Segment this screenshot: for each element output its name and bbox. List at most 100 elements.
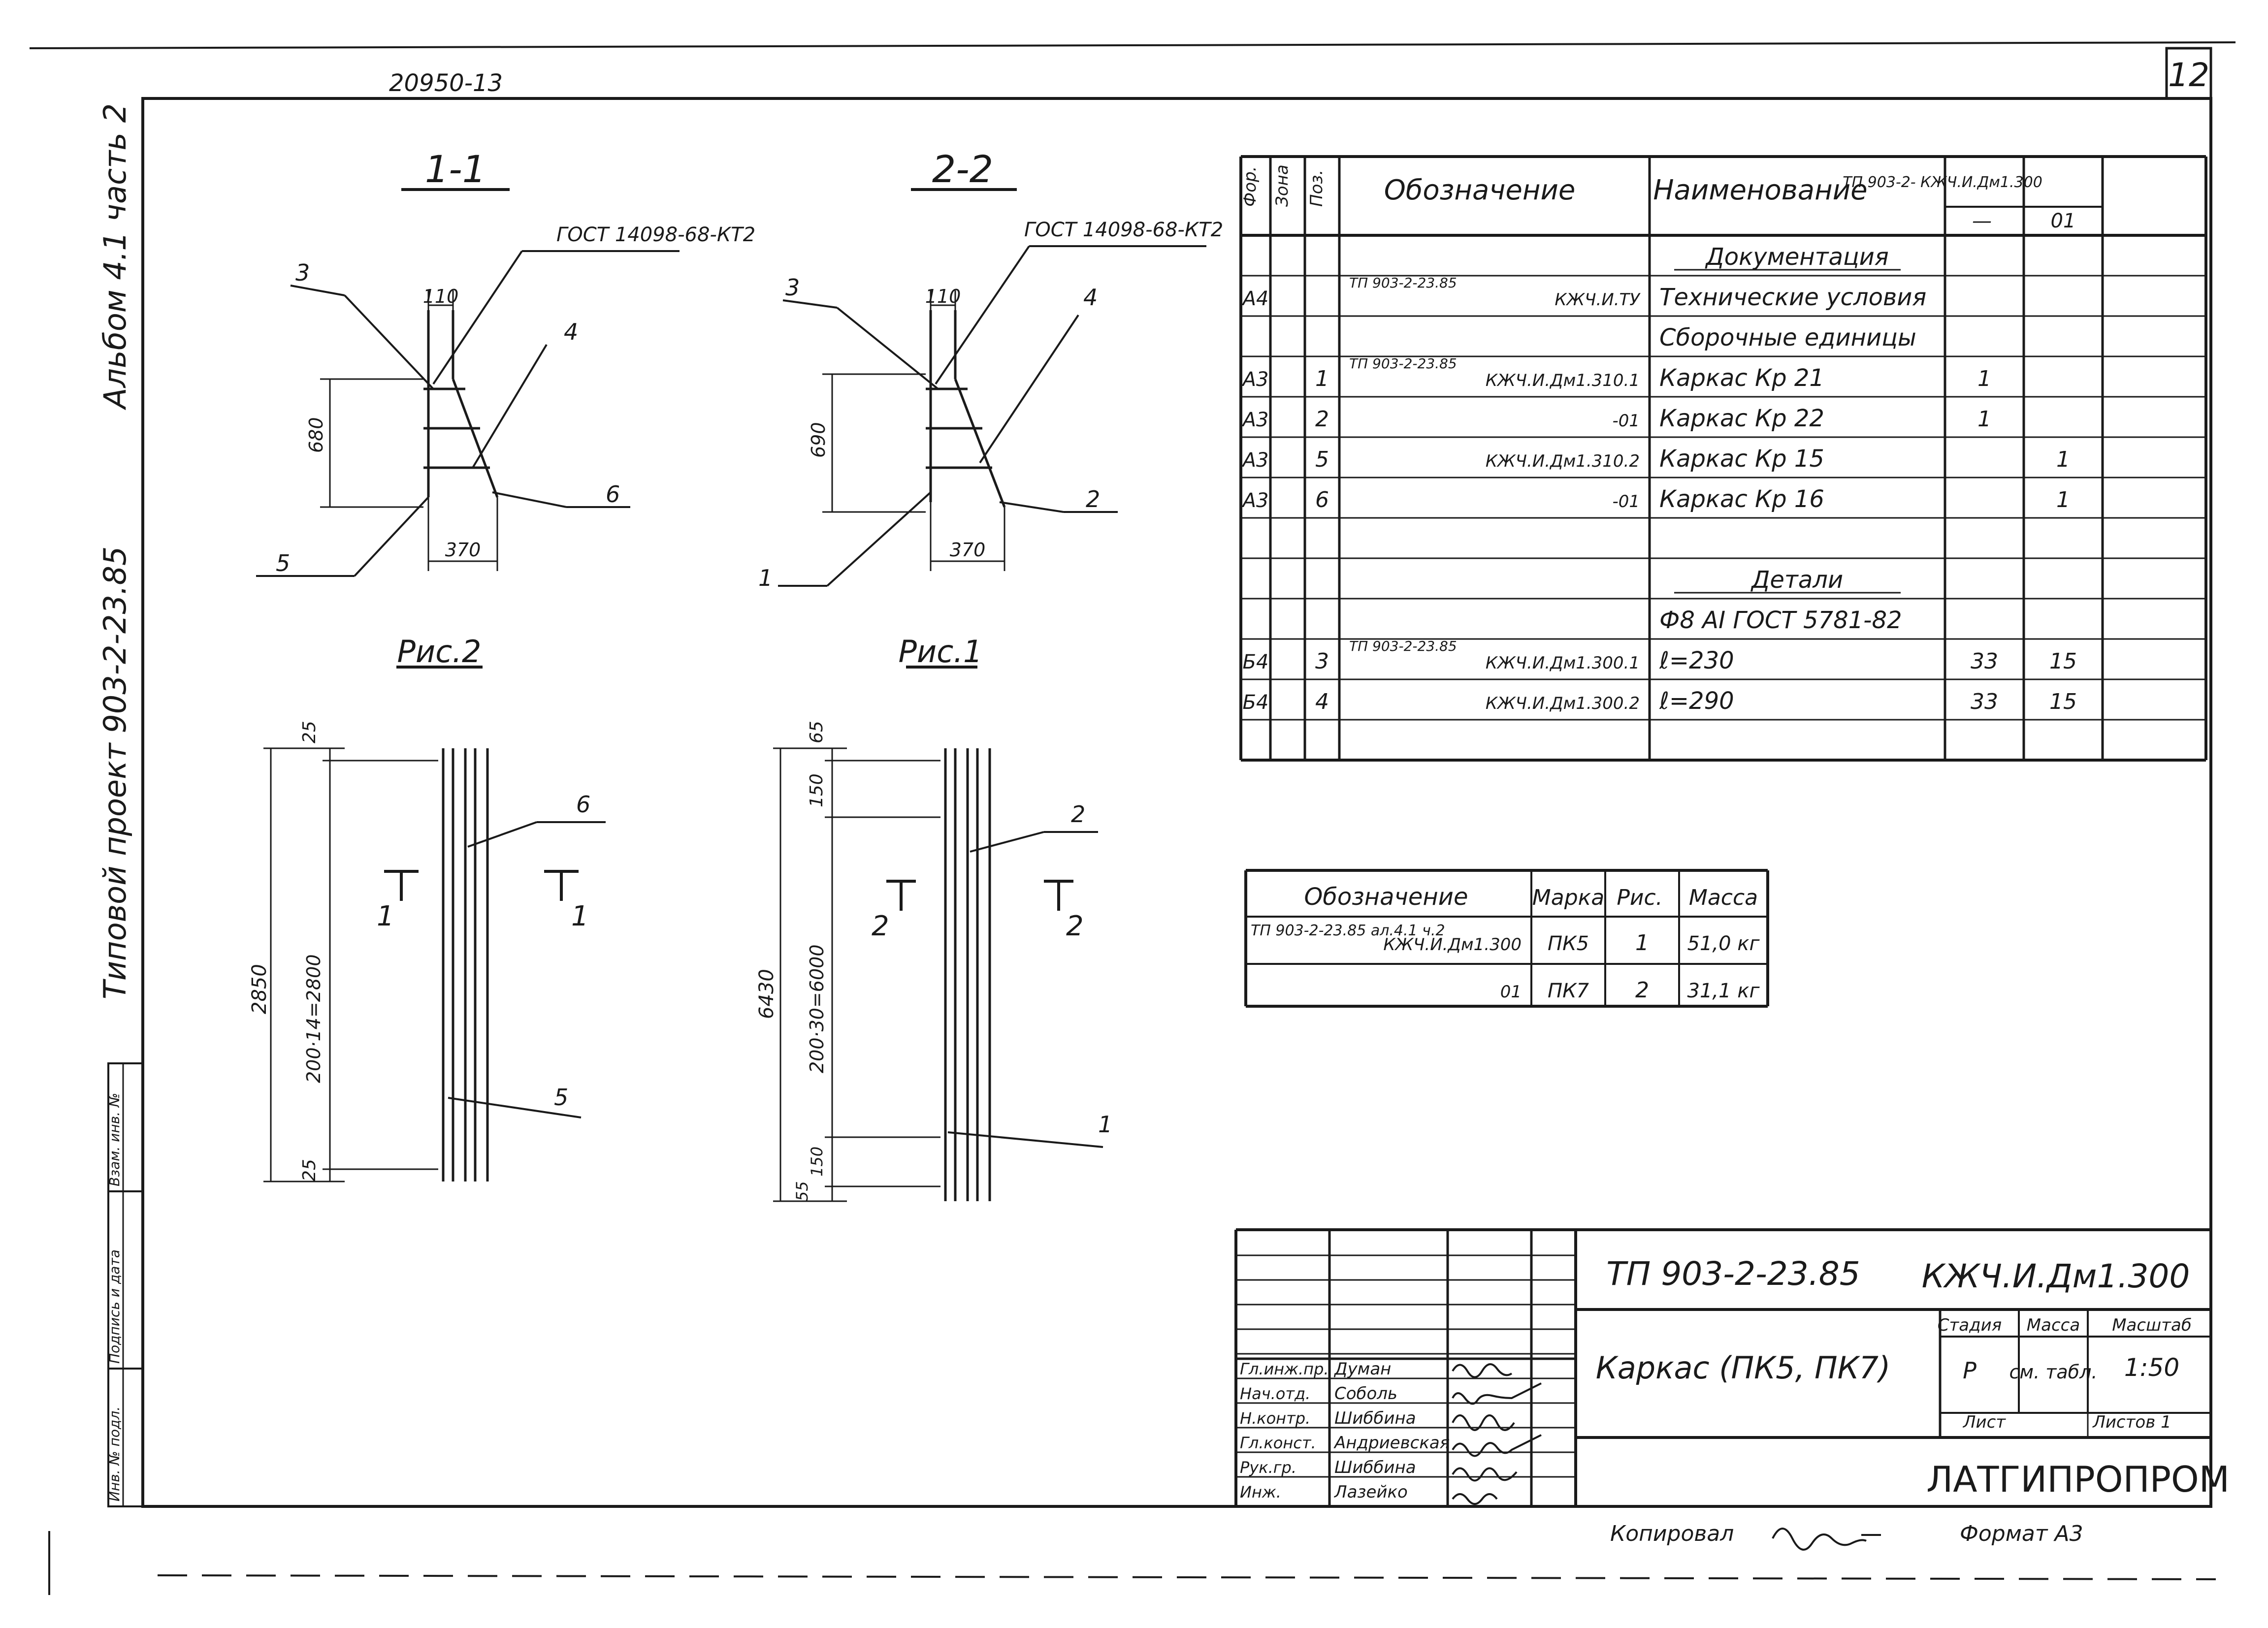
staff-name: Шиббина [1334, 1408, 1416, 1428]
mass-cell-designation: 01 [1500, 982, 1522, 1002]
spec-cell-qty-base: 33 [1971, 649, 1998, 674]
footer-format: Формат А3 [1960, 1521, 2083, 1546]
spec-cell-name: Ф8 АI ГОСТ 5781-82 [1659, 607, 1902, 634]
spec-cell-qty-01: 1 [2056, 487, 2070, 512]
figure-1-dim-total: 6430 [755, 969, 778, 1019]
section-2-2-pos-3: 3 [785, 274, 800, 301]
staff-role: Инж. [1240, 1483, 1281, 1501]
spec-cell-pos: 4 [1315, 689, 1329, 714]
figure-1-dim-top: 65 [807, 721, 827, 743]
section-2-2-dim-bottom: 370 [950, 539, 986, 561]
spec-cell-name: Каркас Кр 15 [1659, 445, 1824, 473]
section-1-1-title: 1-1 [425, 147, 486, 191]
spec-cell-pos: 2 [1315, 407, 1329, 432]
figure-2-section-right: 1 [571, 900, 589, 932]
staff-name: Лазейко [1333, 1482, 1408, 1502]
title-block-stage-label: Стадия [1938, 1315, 2002, 1335]
section-1-1-dim-top: 110 [423, 286, 459, 307]
spec-cell-format: А3 [1241, 409, 1269, 431]
section-2-2-pos-1: 1 [758, 565, 773, 591]
text-layer: 20950-13 12 Типовой проект 903-2-23.85 А… [97, 56, 2230, 1546]
title-block-stage: Р [1963, 1357, 1976, 1384]
section-2-2-pos-4: 4 [1083, 284, 1098, 311]
signature-2 [1452, 1382, 1542, 1405]
signature-4 [1452, 1434, 1542, 1457]
spec-cell-name: ℓ=230 [1659, 647, 1734, 674]
spec-cell-format: Б4 [1243, 691, 1269, 714]
paper-top-edge [29, 41, 2236, 49]
section-1-1-dim-left: 680 [305, 417, 327, 453]
spec-cell-designation-top: ТП 903-2-23.85 [1349, 355, 1457, 372]
spec-cell-format: Б4 [1243, 651, 1269, 673]
mass-header-fig: Рис. [1617, 885, 1662, 910]
staff-role: Нач.отд. [1240, 1384, 1310, 1403]
spec-cell-format: А4 [1241, 287, 1269, 310]
section-2-2-dim-left: 690 [808, 422, 829, 458]
project-side-title: Типовой проект 903-2-23.85 [97, 546, 133, 999]
spec-cell-designation: -01 [1612, 411, 1640, 431]
mass-cell-mass: 51,0 кг [1687, 932, 1760, 955]
figure-2-dim-total: 2850 [248, 964, 271, 1014]
staff-name: Андриевская [1333, 1433, 1450, 1453]
spec-cell-name: Документация [1705, 243, 1889, 271]
section-2-2-title: 2-2 [932, 147, 993, 191]
spec-cell-designation: КЖЧ.И.ТУ [1555, 290, 1641, 310]
spec-cell-name: Сборочные единицы [1659, 324, 1916, 351]
spec-cell-name: Каркас Кр 16 [1659, 485, 1824, 513]
spec-header-format: Фор. [1240, 166, 1260, 207]
sheet-number-box [2165, 47, 2212, 100]
mass-header-mark: Марка [1532, 885, 1604, 910]
figure-2-dim-top: 25 [299, 721, 320, 743]
spec-cell-designation: КЖЧ.И.Дм1.310.1 [1486, 371, 1640, 390]
figure-1-dim-mid: 200·30=6000 [806, 944, 828, 1073]
spec-header-doc: ТП 903-2- КЖЧ.И.Дм1.300 [1843, 174, 2042, 191]
signature-5 [1452, 1467, 1518, 1482]
mass-cell-designation-top: ТП 903-2-23.85 ал.4.1 ч.2 [1251, 922, 1445, 939]
sheet-number: 12 [2168, 56, 2209, 94]
signature-3 [1452, 1414, 1515, 1431]
title-block-scale: 1:50 [2124, 1353, 2179, 1382]
figure-1-cage [773, 666, 1103, 1202]
section-1-1-gost: ГОСТ 14098-68-КТ2 [556, 223, 755, 246]
mass-cell-designation: КЖЧ.И.Дм1.300 [1383, 935, 1522, 955]
spec-header-pos: Поз. [1307, 170, 1327, 207]
spec-cell-qty-01: 15 [2049, 689, 2077, 714]
title-block-sheet-label: Лист [1962, 1412, 2006, 1432]
staff-role: Н.контр. [1240, 1409, 1310, 1428]
mass-cell-fig: 2 [1635, 978, 1649, 1003]
title-block-mass: см. табл. [2009, 1361, 2098, 1383]
figure-2-cage [263, 666, 606, 1182]
mass-cell-fig: 1 [1635, 930, 1649, 956]
figure-1-section-left: 2 [872, 910, 889, 942]
spec-cell-qty-base: 1 [1977, 407, 1991, 432]
spec-cell-qty-base: 1 [1977, 366, 1991, 391]
section-2-2-gost: ГОСТ 14098-68-КТ2 [1024, 219, 1223, 241]
spec-cell-format: А3 [1241, 449, 1269, 472]
title-block-scale-label: Масштаб [2112, 1315, 2192, 1335]
stamp-label-replacement: Взам. инв. № [106, 1093, 123, 1186]
spec-cell-format: А3 [1241, 489, 1269, 512]
spec-cell-designation-top: ТП 903-2-23.85 [1349, 638, 1457, 654]
spec-cell-designation: КЖЧ.И.Дм1.310.2 [1486, 451, 1640, 471]
spec-cell-pos: 3 [1315, 649, 1329, 674]
staff-name: Соболь [1334, 1384, 1397, 1404]
section-2-2-dim-top: 110 [925, 286, 961, 307]
album-side-title: Альбом 4.1 часть 2 [97, 103, 133, 411]
title-block-project-code: ТП 903-2-23.85 [1606, 1255, 1860, 1293]
signature-1 [1452, 1363, 1513, 1378]
spec-table-grid [1239, 155, 2207, 762]
section-1-1-dim-bottom: 370 [445, 539, 481, 561]
section-1-1-pos-3: 3 [295, 259, 310, 286]
spec-header-name: Наименование [1653, 174, 1867, 206]
section-1-1-pos-6: 6 [606, 481, 620, 508]
stamp-label-original: Инв. № подл. [106, 1406, 123, 1501]
footer-copied-label: Копировал [1610, 1521, 1734, 1546]
figure-2-title: Рис.2 [397, 634, 482, 670]
signature-6 [1452, 1493, 1498, 1505]
title-block-staff: Гл.инж.пр.ДуманНач.отд.СобольН.контр.Шиб… [1240, 1359, 1450, 1502]
figure-2-dim-mid: 200·14=2800 [303, 954, 324, 1083]
spec-cell-pos: 5 [1315, 447, 1329, 472]
figure-1-title: Рис.1 [899, 634, 983, 670]
